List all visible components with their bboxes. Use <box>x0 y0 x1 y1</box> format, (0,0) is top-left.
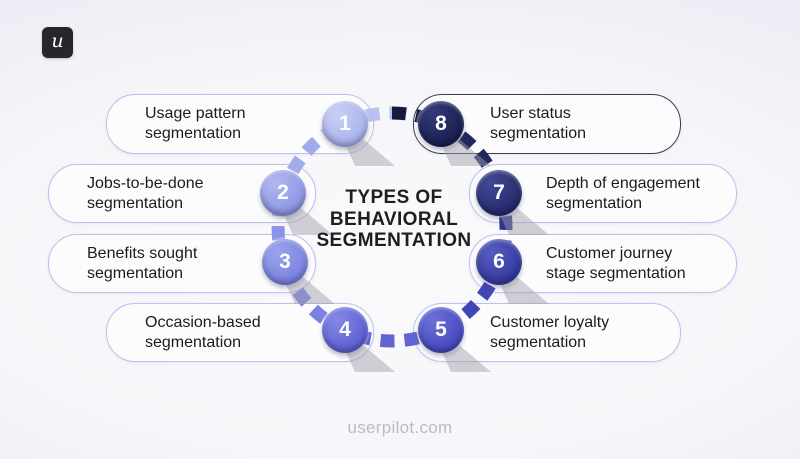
segment-label-line: Benefits sought <box>87 244 198 262</box>
userpilot-logo: u <box>42 27 73 58</box>
segment-number: 7 <box>493 181 505 204</box>
segment-label-line: segmentation <box>490 333 587 351</box>
userpilot-logo-letter: u <box>51 30 64 52</box>
segment-label-line: segmentation <box>490 125 587 142</box>
diagram-title-line-2: BEHAVIORAL <box>329 208 459 230</box>
segment-number-circle-8: 8 <box>418 101 464 147</box>
segment-label-line: segmentation <box>87 264 184 282</box>
segment-number: 8 <box>435 112 447 135</box>
segment-label-line: segmentation <box>87 194 184 212</box>
segment-number: 2 <box>277 181 289 204</box>
segment-label-3: Benefits sought segmentation <box>87 244 197 284</box>
segment-label-line: Customer loyalty <box>490 313 610 331</box>
segment-number-circle-1: 1 <box>322 101 368 147</box>
segment-label-7: Depth of engagement segmentation <box>546 174 700 214</box>
segment-label-line: Occasion-based <box>145 313 261 331</box>
segment-number: 3 <box>279 250 291 273</box>
segment-label-line: Usage pattern <box>145 105 246 122</box>
diagram-title-line-3: SEGMENTATION <box>316 230 472 251</box>
diagram-title: TYPES OF BEHAVIORAL SEGMENTATION <box>294 187 494 252</box>
segment-label-8: User status segmentation <box>490 104 586 144</box>
segment-label-2: Jobs-to-be-done segmentation <box>87 174 204 214</box>
segment-label-line: segmentation <box>145 125 242 142</box>
segment-number: 4 <box>339 318 351 341</box>
segment-label-line: Customer journey <box>546 244 673 262</box>
segment-label-line: segmentation <box>145 333 242 351</box>
segment-label-1: Usage pattern segmentation <box>145 104 246 144</box>
segment-label-6: Customer journey stage segmentation <box>546 244 686 284</box>
segment-label-line: User status <box>490 105 571 122</box>
website-caption: userpilot.com <box>347 418 453 437</box>
segment-number: 6 <box>493 250 505 273</box>
segment-label-line: Depth of engagement <box>546 174 700 192</box>
segment-number: 1 <box>339 112 351 135</box>
segment-label-line: Jobs-to-be-done <box>87 174 204 192</box>
segment-label-line: stage segmentation <box>546 264 686 282</box>
diagram-title-line-1: TYPES OF <box>345 187 443 208</box>
segment-label-4: Occasion-based segmentation <box>145 313 261 353</box>
segment-label-line: segmentation <box>546 194 643 212</box>
segment-number: 5 <box>435 318 447 341</box>
segment-number-circle-4: 4 <box>322 307 368 353</box>
segment-label-5: Customer loyalty segmentation <box>490 313 609 353</box>
segment-number-circle-5: 5 <box>418 307 464 353</box>
